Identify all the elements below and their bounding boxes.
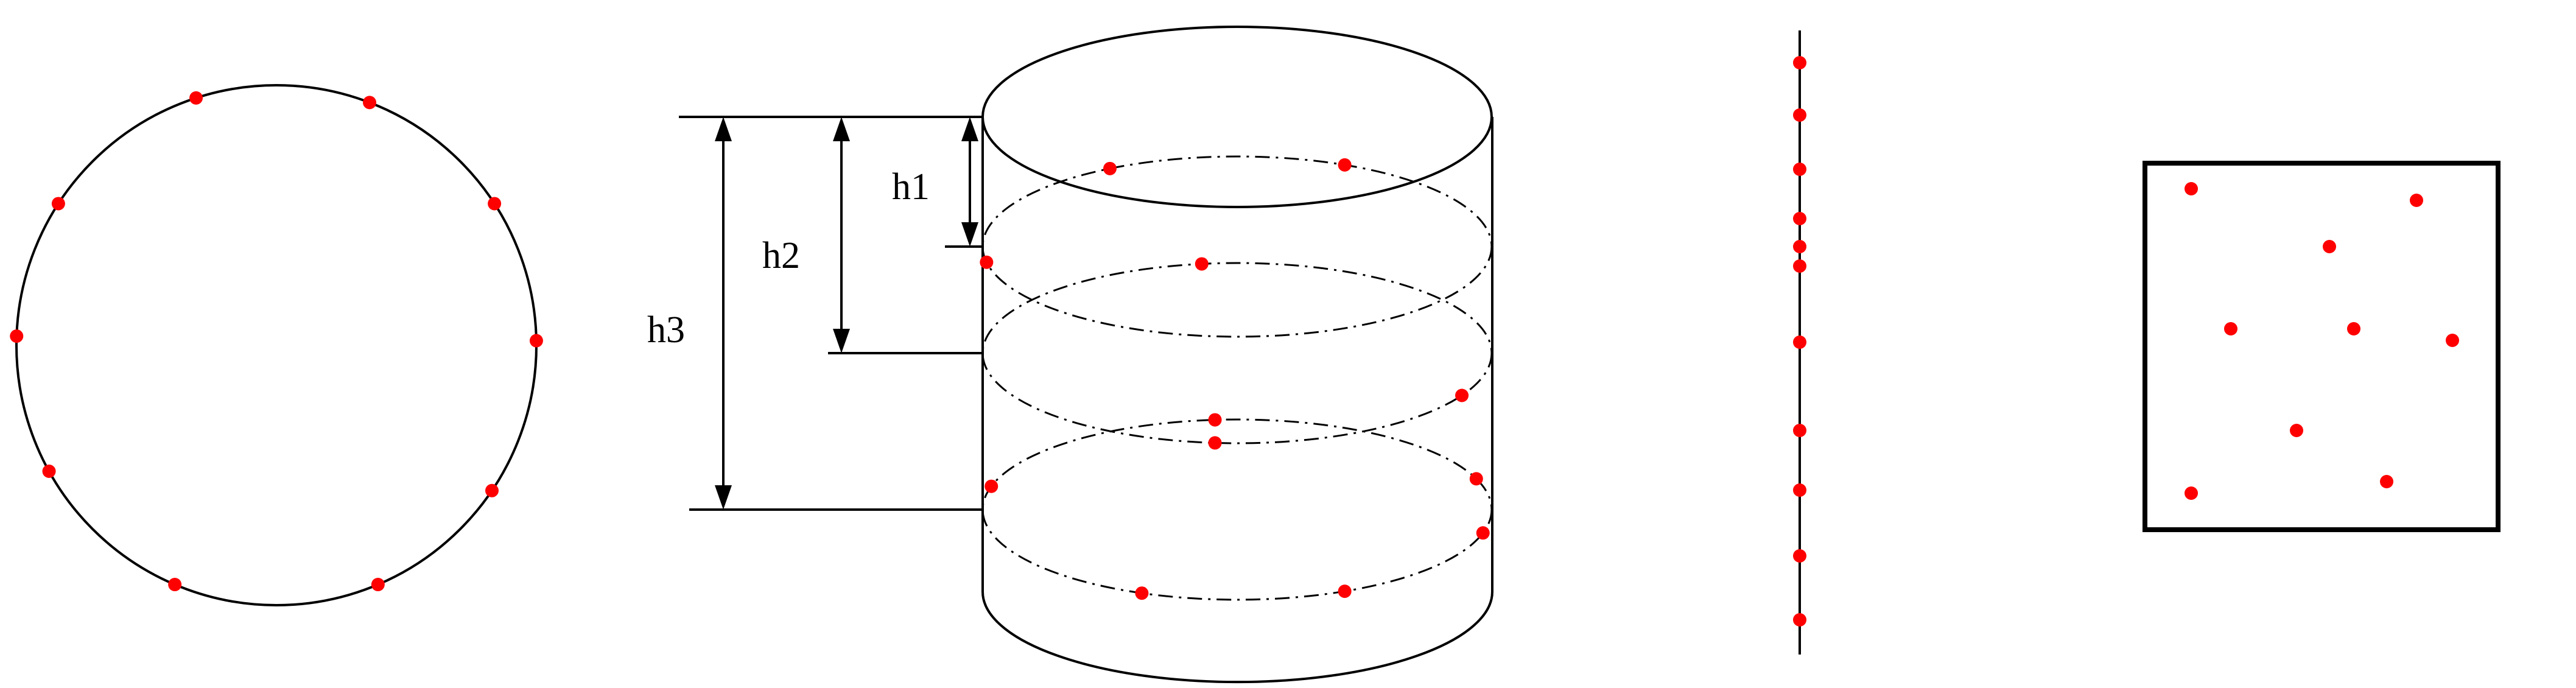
sample-dot [1793,259,1806,273]
sample-dot [189,91,203,105]
sample-dot [1793,613,1806,627]
sample-dot [529,334,543,348]
sample-dot [42,465,56,479]
h3-arrowhead-up [715,117,732,141]
sample-dot [1469,472,1483,486]
cylinder-sampling-rings [981,155,1493,601]
sampling-ring [981,262,1493,444]
sampling-ring [981,155,1493,338]
sample-dot [1103,161,1117,175]
sample-dot [10,329,24,343]
sample-dot [2323,240,2336,253]
sample-dot [2185,182,2198,195]
square-plot-dots [2185,182,2459,500]
h2-dimension-label: h2 [762,235,800,276]
cylinder-outline [981,26,1493,684]
sample-dot [1208,436,1222,450]
h3-arrowhead-down [715,485,732,510]
sample-dot [51,197,65,211]
sample-dot [2347,322,2360,335]
sample-dot [980,255,994,269]
h1-arrowhead-up [961,117,978,141]
sample-dot [1793,163,1806,176]
sample-dot [1793,549,1806,563]
cylinder-bottom-arc [981,591,1493,684]
sample-dot [363,96,377,110]
h3-dimension-label: h3 [647,309,685,351]
cylinder-top-ellipse [981,26,1493,208]
sample-dot [168,578,182,592]
sample-dot [1195,257,1209,271]
sample-dot [1793,240,1806,253]
circle-outline [15,84,538,606]
sample-dot [1793,108,1806,122]
h1-dimension-label: h1 [892,166,930,208]
sample-dot [1135,586,1149,600]
sample-dot [1793,483,1806,497]
sample-dot [2446,334,2459,347]
sample-dot [371,578,385,592]
sample-dot [2380,475,2393,488]
sampling-ring [981,418,1493,601]
sample-dot [1455,388,1469,402]
transect-line-panel [1793,30,1806,655]
sample-dot [485,483,499,497]
cylinder-dots [980,158,1490,600]
dimension-arrows [679,116,983,511]
square-plot-outline [2143,161,2501,532]
sample-dot [1476,526,1490,540]
sample-dot [2410,194,2423,207]
sample-dot [1793,212,1806,225]
transect-line-dots [1793,56,1806,627]
sample-dot [984,479,998,493]
cylinder-panel: h1 h2 h3 [647,26,1493,684]
h2-arrowhead-down [833,329,850,353]
sample-dot [2224,322,2237,335]
sample-dot [488,197,502,211]
circle-dots [10,91,543,592]
sample-dot [1793,56,1806,69]
sample-dot [1208,413,1222,427]
sample-dot [1338,584,1352,598]
sample-dot [1338,158,1352,172]
h1-arrowhead-down [961,222,978,247]
circle-panel [10,84,543,606]
sample-dot [2290,424,2303,437]
square-plot-panel [2143,161,2501,532]
sample-dot [1793,335,1806,349]
h2-arrowhead-up [833,117,850,141]
sample-dot [2185,486,2198,500]
sample-dot [1793,424,1806,437]
